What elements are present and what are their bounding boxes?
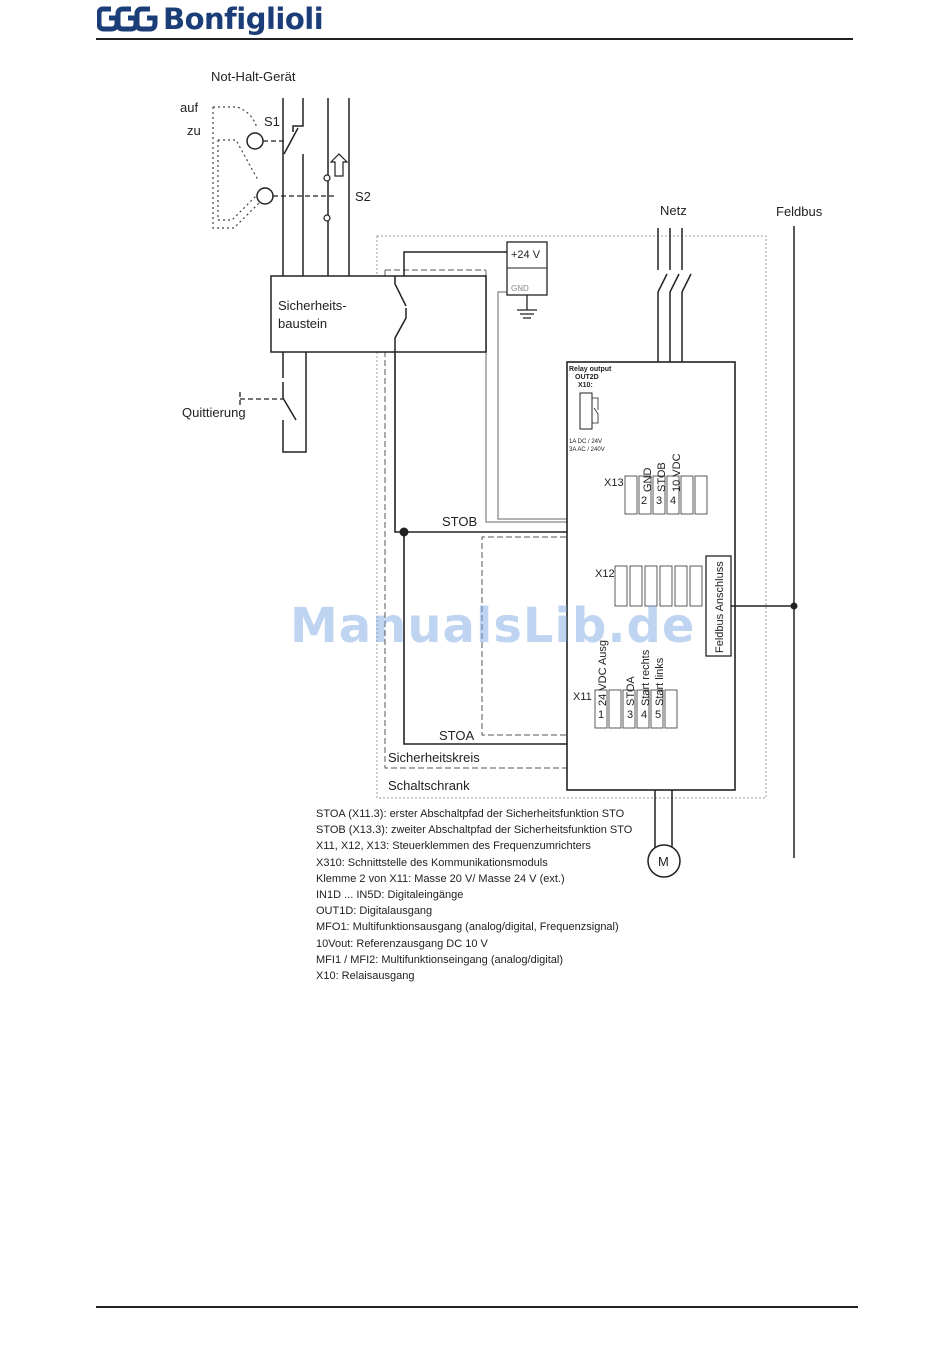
brand-name: Bonfiglioli — [163, 2, 324, 36]
x12-terminals — [614, 565, 703, 607]
x13-num-4: 4 — [670, 495, 676, 507]
relay-rating-2: 3A AC / 240V — [569, 447, 605, 453]
relay-title-2: OUT2D — [575, 374, 599, 381]
x11-24vdc-label: 24 VDC Ausg — [597, 640, 609, 706]
s1-channel — [282, 98, 304, 276]
gnd-label: GND — [511, 284, 529, 293]
control-cabinet-label: Schaltschrank — [388, 778, 470, 793]
bonfiglioli-logo-icon — [97, 6, 158, 32]
x13-num-3: 3 — [656, 495, 662, 507]
mains-label: Netz — [660, 203, 687, 218]
motor-symbol — [647, 844, 681, 878]
24v-feed — [403, 251, 507, 276]
stoa-dashed-return — [481, 536, 620, 736]
ground-symbol-icon — [517, 295, 537, 319]
fieldbus-junction — [790, 602, 798, 610]
safety-circuit-label: Sicherheitskreis — [388, 750, 480, 765]
x11-label: X11 — [573, 691, 592, 703]
stob-junction — [399, 527, 409, 537]
s2-contact-top — [323, 174, 331, 182]
header-rule — [96, 38, 853, 40]
x11-start-left-label: Start links — [654, 657, 666, 706]
x13-gnd-label: GND — [642, 468, 654, 493]
x11-stoa-label: STOA — [625, 676, 637, 706]
legend-item: MFI1 / MFI2: Multifunktionseingang (anal… — [316, 953, 564, 966]
x11-start-right-label: Start rechts — [640, 649, 652, 706]
s2-arrow-icon — [329, 153, 349, 177]
estop-dotted-inner — [217, 139, 259, 221]
estop-device-label: Not-Halt-Gerät — [211, 69, 296, 84]
x13-terminals — [624, 475, 708, 515]
legend-item: X11, X12, X13: Steuerklemmen des Frequen… — [316, 840, 591, 853]
legend-item: X310: Schnittstelle des Kommunikationsmo… — [316, 856, 548, 869]
mains-lines — [657, 228, 683, 362]
relay-terminal-block — [579, 392, 593, 430]
relay-title-1: Relay output — [569, 366, 612, 373]
safety-module-label-1: Sicherheits- — [278, 298, 347, 313]
fieldbus-connection-label: Feldbus Anschluss — [714, 561, 726, 653]
acknowledge-pushbutton — [239, 392, 284, 406]
s2-contact-bottom — [323, 214, 331, 222]
x11-num-5: 5 — [655, 709, 661, 721]
mains-switches — [657, 273, 692, 293]
stoa-wire-label: STOA — [439, 728, 474, 743]
legend-item: OUT1D: Digitalausgang — [316, 905, 433, 918]
acknowledge-label: Quittierung — [182, 405, 246, 420]
safety-module-box — [270, 275, 487, 353]
x12-label: X12 — [595, 568, 615, 580]
x11-num-1: 1 — [598, 709, 604, 721]
brand-logo: Bonfiglioli — [97, 2, 324, 36]
pos-open-label: auf — [180, 100, 198, 115]
relay-contact-icon — [592, 397, 599, 424]
x11-num-4: 4 — [641, 709, 647, 721]
x11-num-3: 3 — [627, 709, 633, 721]
s1-actuator — [246, 132, 264, 150]
x11-terminals — [594, 689, 678, 729]
s2-label: S2 — [355, 189, 371, 204]
legend: STOA (X11.3): erster Abschaltpfad der Si… — [316, 806, 632, 984]
legend-item: STOB (X13.3): zweiter Abschaltpfad der S… — [316, 824, 633, 837]
legend-item: Klemme 2 von X11: Masse 20 V/ Masse 24 V… — [316, 872, 565, 885]
x13-10vdc-label: 10 VDC — [671, 453, 683, 492]
legend-item: X10: Relaisausgang — [316, 970, 415, 983]
safety-module-label-2: baustein — [278, 316, 327, 331]
motor-label: M — [658, 854, 669, 869]
s2-channel — [327, 98, 350, 276]
relay-rating-1: 1A DC / 24V — [569, 439, 602, 445]
x13-label: X13 — [604, 477, 624, 489]
watermark: ManualsLib.de — [290, 598, 696, 654]
motor-leads — [654, 790, 673, 848]
supply-24v-label: +24 V — [511, 249, 541, 261]
module-lower-wires — [282, 352, 307, 453]
x13-num-2: 2 — [641, 495, 647, 507]
s2-actuator — [256, 187, 274, 205]
legend-item: STOA (X11.3): erster Abschaltpfad der Si… — [316, 808, 625, 820]
legend-item: IN1D ... IN5D: Digitaleingänge — [316, 889, 464, 902]
pos-closed-label: zu — [187, 123, 201, 138]
fieldbus-label: Feldbus — [776, 204, 823, 219]
fieldbus-line — [731, 226, 795, 858]
legend-item: 10Vout: Referenzausgang DC 10 V — [316, 937, 488, 950]
estop-dotted-outline — [212, 106, 263, 229]
acknowledge-switch — [282, 397, 297, 421]
safety-module-contacts — [394, 276, 407, 352]
relay-title-3: X10: — [578, 382, 593, 389]
legend-item: MFO1: Multifunktionsausgang (analog/digi… — [316, 921, 619, 934]
x13-stob-label: STOB — [656, 462, 668, 492]
footer-rule — [96, 1306, 858, 1308]
s1-label: S1 — [264, 114, 280, 129]
stob-wire-label: STOB — [442, 514, 477, 529]
control-cabinet-frame — [376, 235, 767, 799]
